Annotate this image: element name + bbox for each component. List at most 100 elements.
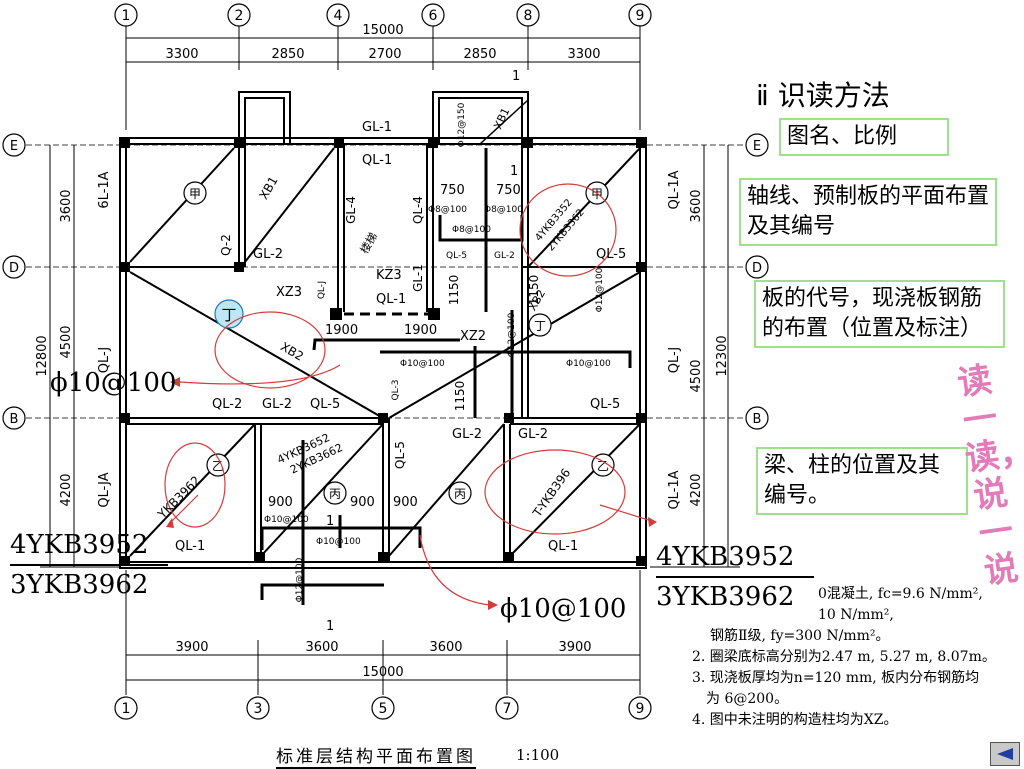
note-line-1: 0混凝土, fc=9.6 N/mm²,: [818, 586, 983, 602]
axis-top-6: 6: [429, 8, 438, 24]
dim-top-4: 2850: [463, 47, 496, 62]
ql-right-mid: QL-J: [667, 347, 682, 374]
label-r12-top: Φ12@150: [457, 102, 467, 147]
label-gl2-b3: GL-2: [518, 427, 548, 442]
axis-bottom-7: 7: [503, 701, 512, 717]
fraction-right-num: 4YKB3952: [656, 542, 795, 572]
label-750b: 750: [496, 183, 521, 198]
axis-top-4: 4: [334, 8, 343, 24]
label-r12-mid: Φ12@100: [507, 312, 517, 357]
note-line-3: 钢筋Ⅱ级, fy=300 N/mm²。: [710, 628, 890, 644]
label-1900b: 1900: [404, 323, 437, 338]
axis-right-E: E: [753, 139, 761, 154]
axis-top-8: 8: [524, 8, 533, 24]
axis-right-B: B: [753, 412, 762, 427]
label-xb1-right: XB1: [491, 106, 512, 132]
label-gl2-b: GL-2: [262, 397, 292, 412]
axis-bottom-5: 5: [379, 701, 388, 717]
label-r12-low: Φ12@100: [295, 557, 305, 602]
label-sect1-top: 1: [512, 69, 520, 84]
label-ql5-b: QL-5: [310, 397, 340, 412]
design-notes: 0混凝土, fc=9.6 N/mm², 10 N/mm², 钢筋Ⅱ级, fy=3…: [692, 584, 996, 731]
note-line-2: 10 N/mm²,: [818, 607, 894, 623]
drawing-scale: 1:100: [516, 746, 560, 764]
label-ql1-bl: QL-1: [175, 539, 205, 554]
label-1150b: 1150: [527, 275, 541, 306]
label-900c: 900: [393, 495, 418, 510]
arrow-left-icon: [997, 748, 1013, 760]
label-r10-low2: Φ10@100: [316, 537, 361, 547]
label-ql4: QL-4: [411, 196, 425, 224]
label-ql1-mid: QL-1: [376, 292, 406, 307]
label-q2: Q-2: [219, 234, 233, 256]
fraction-right-den: 3YKB3962: [656, 582, 795, 612]
dim-bottom-total: 15000: [362, 665, 403, 680]
note-axis-slab: 轴线、预制板的平面布置及其编号: [739, 178, 997, 246]
note-slab-rebar: 板的代号，现浇板钢筋的布置（位置及标注）: [754, 280, 1005, 348]
dim-top-total: 15000: [362, 23, 403, 38]
label-r8a: Φ8@100: [428, 205, 467, 215]
axis-left-E: E: [10, 139, 18, 154]
previous-slide-button[interactable]: [990, 742, 1020, 766]
dim-top-2: 2850: [271, 47, 304, 62]
label-xb1-left: XB1: [256, 174, 280, 202]
axis-top-2: 2: [235, 8, 244, 24]
label-r10-mid1: Φ10@100: [400, 359, 445, 369]
fraction-left-den: 3YKB3962: [10, 570, 149, 600]
label-tykb: T-YKB396: [530, 466, 574, 520]
ql-left-bot: QL-JA: [97, 472, 112, 507]
note-line-6: 为 6@200。: [706, 691, 789, 707]
dim-left-3: 4200: [59, 473, 74, 506]
label-kz3: KZ3: [376, 268, 402, 283]
room-mark-bing-right: 丙: [454, 487, 466, 501]
label-r10-mid2: Φ10@100: [566, 359, 611, 369]
axis-left-D: D: [9, 261, 19, 276]
axis-bottom-3: 3: [254, 701, 263, 717]
rebar-callout-left: ϕ10@100: [50, 368, 177, 398]
room-mark-ding-right: 丁: [534, 319, 546, 333]
room-mark-jia-left: 甲: [189, 187, 201, 201]
axis-bottom-9: 9: [636, 701, 645, 717]
note-title-scale: 图名、比例: [779, 118, 949, 156]
label-ql1-br: QL-1: [548, 539, 578, 554]
dim-top-3: 2700: [368, 47, 401, 62]
label-xz2: XZ2: [460, 329, 486, 344]
axis-right-D: D: [752, 261, 762, 276]
label-1150c: 1150: [453, 381, 467, 412]
label-900a: 900: [268, 495, 293, 510]
label-gl1-top: GL-1: [362, 120, 392, 135]
label-r12-right: Φ12@100: [595, 267, 605, 312]
label-gl2-b2: GL-2: [452, 427, 482, 442]
dim-bottom-2: 3600: [305, 640, 338, 655]
label-1150a: 1150: [447, 275, 461, 306]
label-sect1-low: 1: [326, 514, 334, 529]
dim-top-1: 3300: [165, 47, 198, 62]
label-ql5-small: QL-5: [446, 251, 467, 261]
note-line-5: 3. 现浇板厚均为n=120 mm, 板内分布钢筋均: [692, 670, 980, 686]
dim-right-total: 12300: [715, 335, 730, 376]
dim-right-2: 4500: [689, 359, 704, 392]
room-mark-yi-right: 乙: [597, 459, 609, 473]
dim-top-5: 3300: [567, 47, 600, 62]
room-mark-bing-left: 丙: [329, 487, 341, 501]
fraction-right: 4YKB3952 3YKB3962: [656, 542, 814, 612]
label-gl2-top: GL-2: [253, 247, 283, 262]
label-sect1-bot: 1: [326, 619, 334, 634]
label-ladder: 楼梯: [357, 230, 380, 256]
label-r8b: Φ8@100: [484, 205, 523, 215]
drawing-caption: 标准层结构平面布置图: [276, 742, 476, 769]
axis-left-B: B: [10, 412, 19, 427]
dim-left-total: 12800: [35, 335, 50, 376]
dim-left-1: 3600: [59, 189, 74, 222]
label-gl1-mid: GL-1: [411, 264, 425, 292]
dim-bottom-4: 3900: [558, 640, 591, 655]
dim-bottom-1: 3900: [175, 640, 208, 655]
dim-bottom-3: 3600: [429, 640, 462, 655]
ql-left-top: 6L-1A: [97, 171, 112, 208]
note-line-7: 4. 图中未注明的构造柱均为XZ。: [692, 712, 898, 728]
label-750a: 750: [440, 183, 465, 198]
room-mark-ding-left: 丁: [221, 306, 236, 324]
label-ql3-small: QL-3: [391, 380, 401, 401]
dim-left-2: 4500: [59, 325, 74, 358]
